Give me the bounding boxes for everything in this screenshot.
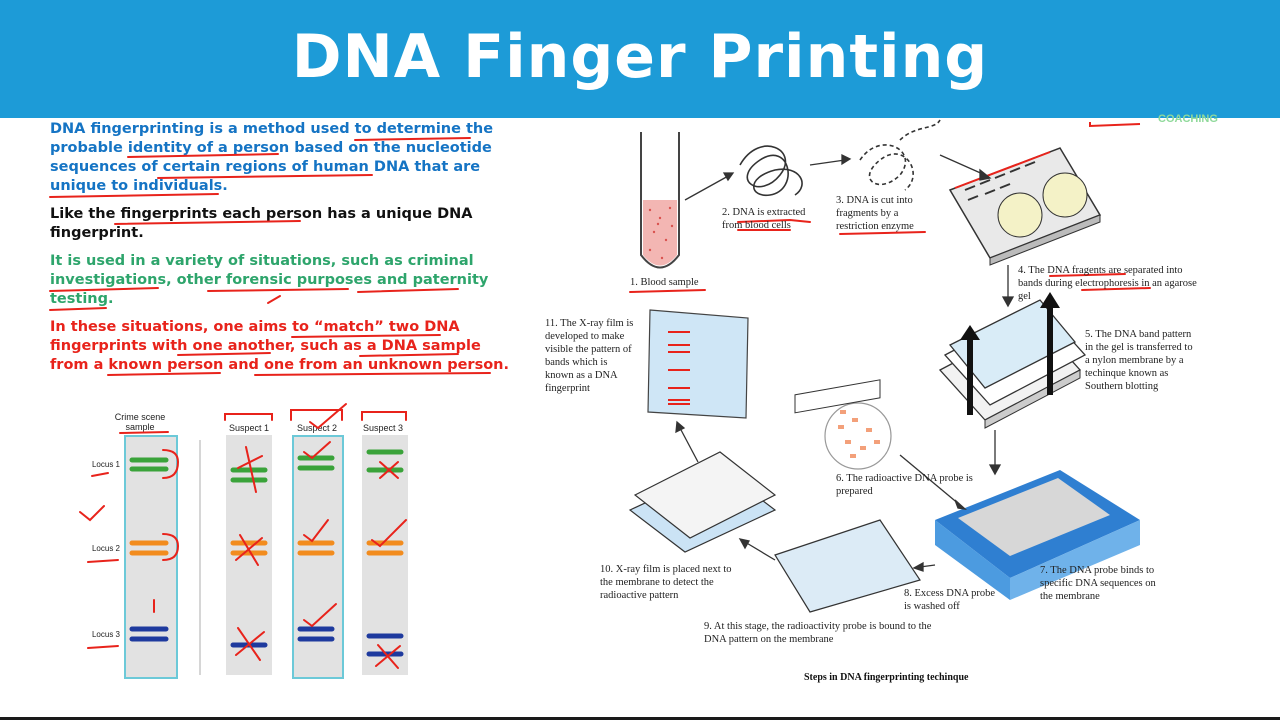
step-10-label: 10. X-ray film is placed next to the mem… — [600, 564, 732, 601]
southern-blot-stack-icon — [938, 292, 1087, 429]
radioactive-probe-dish-icon — [824, 402, 892, 470]
step-11-label: 11. The X-ray film is developed to make … — [545, 318, 634, 394]
locus-label-3: Locus 3 — [91, 630, 121, 639]
definition-paragraph: DNA fingerprinting is a method used to d… — [50, 121, 494, 194]
step-9-label: 9. At this stage, the radioactivity prob… — [704, 621, 932, 645]
matching-paragraph: In these situations, one aims to “match”… — [50, 319, 509, 373]
step-3-label: 3. DNA is cut into fragments by a restri… — [836, 195, 914, 232]
fingerprint-paragraph: Like the fingerprints each person has a … — [50, 206, 473, 241]
title-banner — [0, 0, 1280, 118]
step-2-label: 2. DNA is extracted from blood cells — [722, 207, 806, 231]
step-4-label: 4. The DNA fragents are separated into b… — [1018, 265, 1197, 302]
lane-label-suspect-1: Suspect 1 — [228, 423, 270, 433]
diagram-caption: Steps in DNA fingerprinting techinque — [804, 672, 969, 683]
lane-suspect-1 — [226, 435, 272, 675]
test-tube-icon — [640, 132, 680, 269]
lane-label-suspect-2: Suspect 2 — [296, 423, 338, 433]
locus-label-2: Locus 2 — [91, 544, 121, 553]
page-title: DNA Finger Printing — [291, 22, 989, 92]
bottom-border — [0, 717, 1280, 720]
step-1-label: 1. Blood sample — [630, 277, 699, 288]
step-8-label: 8. Excess DNA probe is washed off — [904, 588, 995, 612]
step-7-label: 7. The DNA probe binds to specific DNA s… — [1040, 565, 1156, 602]
xray-film-icon — [628, 451, 777, 553]
dna-fragments-icon — [859, 119, 941, 191]
step-5-label: 5. The DNA band pattern in the gel is tr… — [1085, 329, 1193, 392]
lane-suspect-3 — [362, 435, 408, 675]
lane-crime-scene — [124, 435, 178, 679]
step-6-label: 6. The radioactive DNA probe is prepared — [836, 473, 973, 497]
lane-label-suspect-3: Suspect 3 — [362, 423, 404, 433]
electrophoresis-gel-icon — [948, 147, 1102, 266]
lane-label-crime-scene: Crime scene sample — [114, 412, 166, 432]
locus-label-1: Locus 1 — [91, 460, 121, 469]
lane-suspect-2 — [292, 435, 344, 679]
dna-strand-icon — [739, 145, 803, 196]
uses-paragraph: It is used in a variety of situations, s… — [50, 253, 489, 307]
developed-film-icon — [647, 309, 749, 419]
